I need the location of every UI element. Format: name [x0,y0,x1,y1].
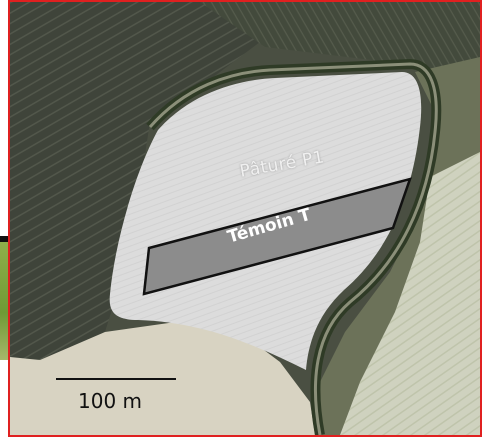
adjacent-photo-grass [0,242,10,360]
field-dark-north [200,2,480,77]
field-light-east [340,152,480,435]
adjacent-photo-edge [0,0,10,437]
road-line [148,62,438,435]
field-beige-south [10,320,315,435]
adjacent-photo-bar [0,236,10,242]
scale-bar [56,378,176,380]
field-dark-west [10,122,150,362]
control-plot-t [142,177,412,296]
aerial-map: Pâturé P1 Témoin T 100 m [8,0,482,437]
aerial-map-canvas [10,2,480,435]
field-dark-northwest [10,2,260,232]
scale-bar-label: 100 m [78,389,143,413]
